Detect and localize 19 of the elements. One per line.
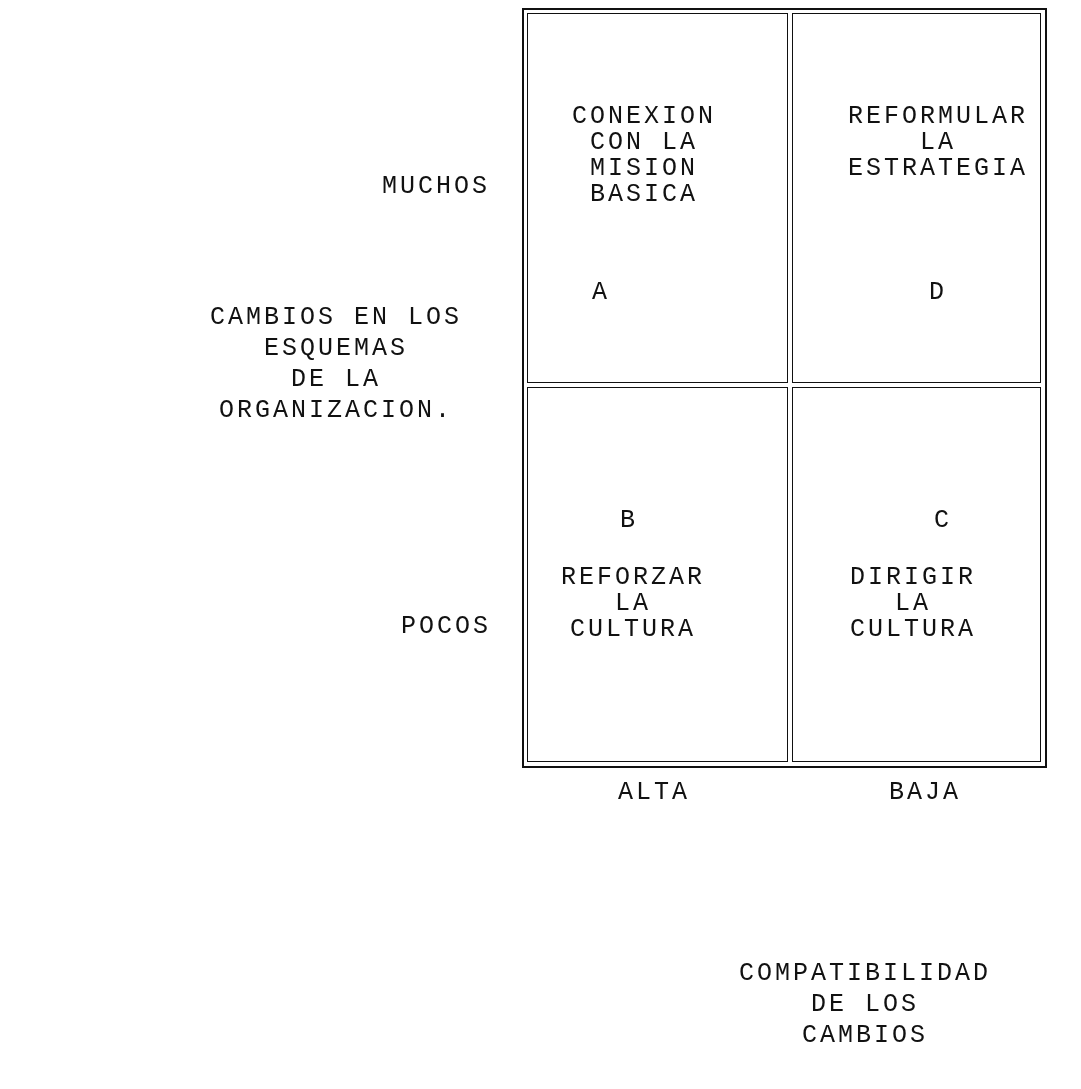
quadrant-box: [527, 13, 788, 383]
axis-label: ALTA: [618, 780, 690, 806]
quadrant-title: DIRIGIR LA CULTURA: [850, 565, 976, 643]
axis-label: MUCHOS: [382, 174, 490, 200]
quadrant-box: [792, 13, 1041, 383]
quadrant-letter: B: [620, 508, 638, 534]
quadrant-box: [527, 387, 788, 762]
quadrant-box: [792, 387, 1041, 762]
matrix-frame: [522, 8, 1047, 768]
axis-label: CAMBIOS EN LOS ESQUEMAS DE LA ORGANIZACION.: [210, 302, 462, 426]
quadrant-letter: D: [929, 280, 947, 306]
axis-label: BAJA: [889, 780, 961, 806]
axis-label: POCOS: [401, 614, 491, 640]
quadrant-letter: A: [592, 280, 610, 306]
quadrant-title: REFORMULAR LA ESTRATEGIA: [848, 104, 1028, 182]
quadrant-title: CONEXION CON LA MISION BASICA: [572, 104, 716, 208]
quadrant-title: REFORZAR LA CULTURA: [561, 565, 705, 643]
axis-label: COMPATIBILIDAD DE LOS CAMBIOS: [739, 958, 991, 1051]
quadrant-letter: C: [934, 508, 952, 534]
